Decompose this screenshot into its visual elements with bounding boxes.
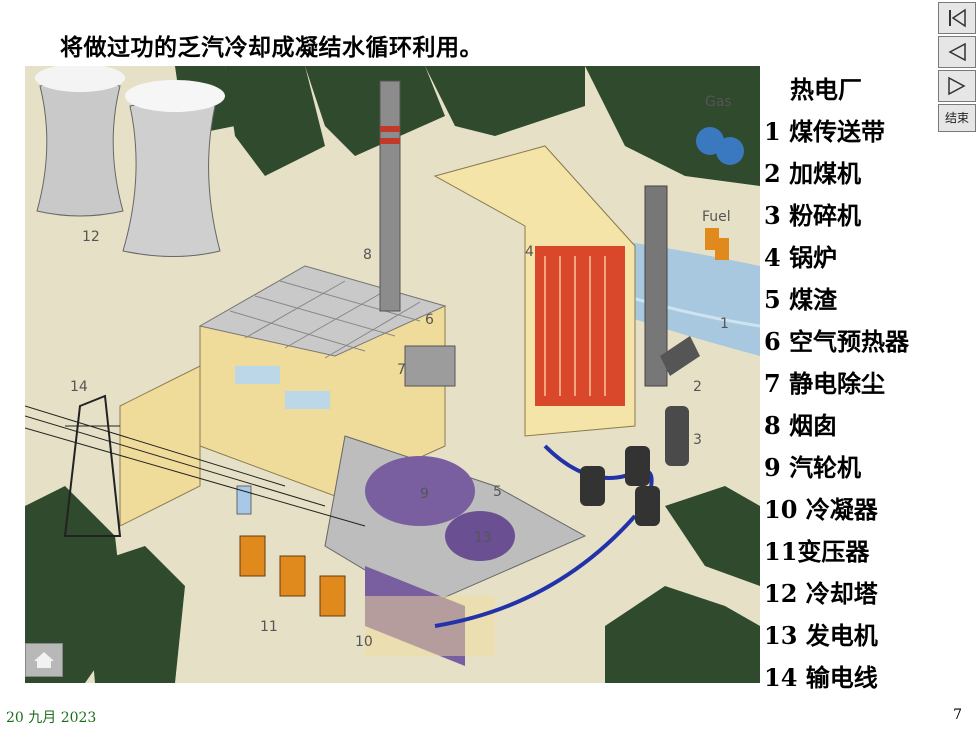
svg-text:2: 2 (693, 379, 702, 395)
footer-date: 20 九月 2023 (6, 710, 97, 726)
legend-item: 1 煤传送带 (764, 117, 886, 146)
legend-item: 7 静电除尘 (764, 369, 886, 398)
home-icon (34, 652, 54, 668)
svg-text:13: 13 (474, 530, 492, 546)
legend-item: 4 锅炉 (764, 243, 838, 272)
end-show-button[interactable]: 结束 (938, 104, 976, 132)
svg-text:11: 11 (260, 619, 278, 635)
svg-text:Fuel: Fuel (702, 209, 731, 225)
prev-slide-icon (948, 42, 966, 62)
svg-text:6: 6 (425, 312, 434, 328)
svg-text:4: 4 (525, 244, 534, 260)
legend: 热电厂 1 煤传送带 2 加煤机 3 粉碎机 4 锅炉 5 煤渣 6 空气预热器… (764, 70, 974, 699)
svg-text:8: 8 (363, 247, 372, 263)
legend-item: 10 冷凝器 (764, 495, 878, 524)
legend-item: 14 输电线 (764, 663, 878, 692)
svg-text:3: 3 (693, 432, 702, 448)
svg-text:10: 10 (355, 634, 373, 650)
slide-heading: 将做过功的乏汽冷却成凝结水循环利用。 (60, 35, 483, 61)
slide-nav: 结束 (938, 2, 976, 132)
svg-text:1: 1 (720, 316, 729, 332)
next-slide-icon (948, 76, 966, 96)
page-number: 7 (953, 707, 962, 723)
svg-text:9: 9 (420, 486, 429, 502)
first-slide-button[interactable] (938, 2, 976, 34)
svg-text:12: 12 (82, 229, 100, 245)
legend-item: 13 发电机 (764, 621, 878, 650)
legend-title: 热电厂 (790, 76, 862, 104)
svg-text:5: 5 (493, 484, 502, 500)
legend-item: 8 烟囱 (764, 411, 838, 440)
prev-slide-button[interactable] (938, 36, 976, 68)
power-plant-illustration: 12 8 4 6 7 1 2 (25, 66, 760, 683)
svg-text:7: 7 (397, 362, 406, 378)
legend-item: 12 冷却塔 (764, 579, 878, 608)
legend-item: 11变压器 (764, 537, 870, 566)
legend-item: 2 加煤机 (764, 159, 862, 188)
legend-item: 5 煤渣 (764, 285, 838, 314)
next-slide-button[interactable] (938, 70, 976, 102)
legend-item: 9 汽轮机 (764, 453, 862, 482)
svg-text:14: 14 (70, 379, 88, 395)
home-button[interactable] (25, 643, 63, 677)
legend-item: 3 粉碎机 (764, 201, 862, 230)
svg-text:Gas: Gas (705, 94, 732, 110)
first-slide-icon (949, 8, 966, 28)
legend-item: 6 空气预热器 (764, 327, 910, 356)
